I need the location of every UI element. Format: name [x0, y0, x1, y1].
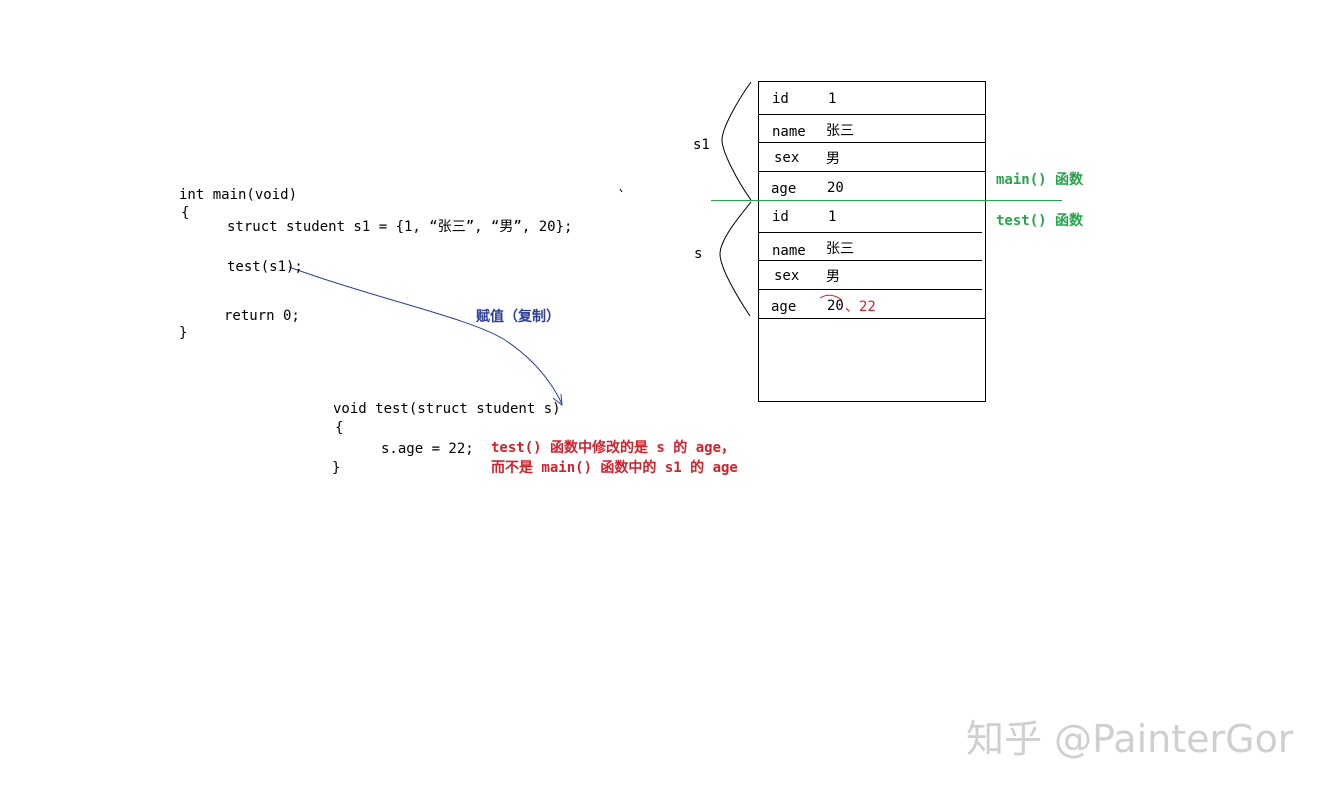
- code-test-line4: }: [332, 460, 341, 476]
- code-main-line4: test(s1);: [227, 259, 303, 275]
- s1-name-field: name: [772, 124, 806, 140]
- note-line1: test() 函数中修改的是 s 的 age，: [491, 440, 736, 456]
- note-line2: 而不是 main() 函数中的 s1 的 age: [491, 460, 738, 476]
- s1-name-value: 张三: [826, 123, 854, 139]
- s1-brace: [721, 81, 752, 201]
- code-main-line2: {: [181, 205, 190, 221]
- watermark: 知乎 @PainterGor: [966, 717, 1294, 761]
- s-sex-field: sex: [774, 268, 800, 284]
- s1-age-field: age: [771, 181, 797, 197]
- s-brace: [719, 201, 752, 317]
- s1-sex-field: sex: [774, 150, 800, 166]
- s1-label: s1: [693, 137, 710, 153]
- assign-arrow: [288, 266, 563, 405]
- s-age-new-value: 、22: [845, 299, 876, 315]
- test-frame-label: test() 函数: [996, 213, 1084, 229]
- s-name-field: name: [772, 243, 806, 259]
- s-id-field: id: [772, 209, 789, 225]
- code-main-line3: struct student s1 = {1, “张三”, “男”, 20};: [227, 219, 573, 235]
- assign-label: 赋值（复制）: [476, 309, 560, 325]
- main-frame-label: main() 函数: [996, 172, 1084, 188]
- code-test-line1: void test(struct student s): [333, 401, 561, 417]
- code-main-line1: int main(void): [179, 187, 298, 203]
- s1-age-value: 20: [827, 180, 844, 196]
- s-label: s: [694, 246, 703, 262]
- s-name-value: 张三: [826, 241, 854, 257]
- s1-sex-value: 男: [826, 151, 840, 167]
- code-main-line6: }: [179, 325, 188, 341]
- s-sex-value: 男: [826, 269, 840, 285]
- memory-box: [758, 81, 986, 402]
- s1-id-value: 1: [828, 91, 837, 107]
- s1-id-field: id: [772, 91, 789, 107]
- stray-mark: [619, 188, 623, 193]
- s-id-value: 1: [828, 209, 837, 225]
- code-test-line2: {: [335, 420, 344, 436]
- s-age-value: 20: [827, 298, 844, 314]
- code-test-line3: s.age = 22;: [381, 441, 474, 457]
- s-age-field: age: [771, 299, 797, 315]
- code-main-line5: return 0;: [224, 308, 300, 324]
- strike-mark: [819, 294, 843, 301]
- arrow-head: [552, 393, 563, 407]
